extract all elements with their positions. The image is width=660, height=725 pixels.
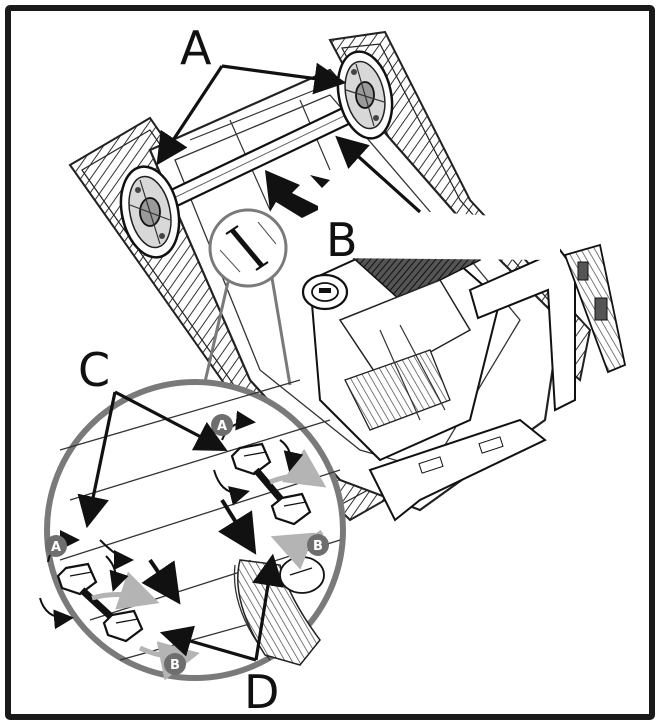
label-a: A	[180, 21, 212, 75]
bolt-lower	[56, 562, 144, 643]
right-wheel	[336, 50, 394, 140]
badge-b-upper: B	[307, 534, 329, 556]
bolt-upper	[230, 442, 312, 526]
label-c: C	[78, 343, 110, 397]
svg-text:A: A	[217, 419, 227, 434]
direction-arrow	[265, 170, 322, 218]
detail-magnifier: A A B B	[39, 379, 346, 681]
callout-arrows	[77, 62, 422, 662]
badge-a-upper: A	[211, 414, 233, 436]
svg-text:A: A	[51, 540, 61, 555]
badge-a-lower: A	[45, 535, 67, 557]
handle-assembly	[468, 243, 627, 412]
label-b-backdrop	[318, 205, 560, 260]
badge-b-lower: B	[164, 653, 186, 675]
label-d: D	[244, 665, 279, 719]
label-b: B	[326, 213, 358, 267]
svg-text:B: B	[170, 658, 180, 673]
left-wheel	[119, 165, 181, 259]
svg-text:B: B	[313, 539, 323, 554]
